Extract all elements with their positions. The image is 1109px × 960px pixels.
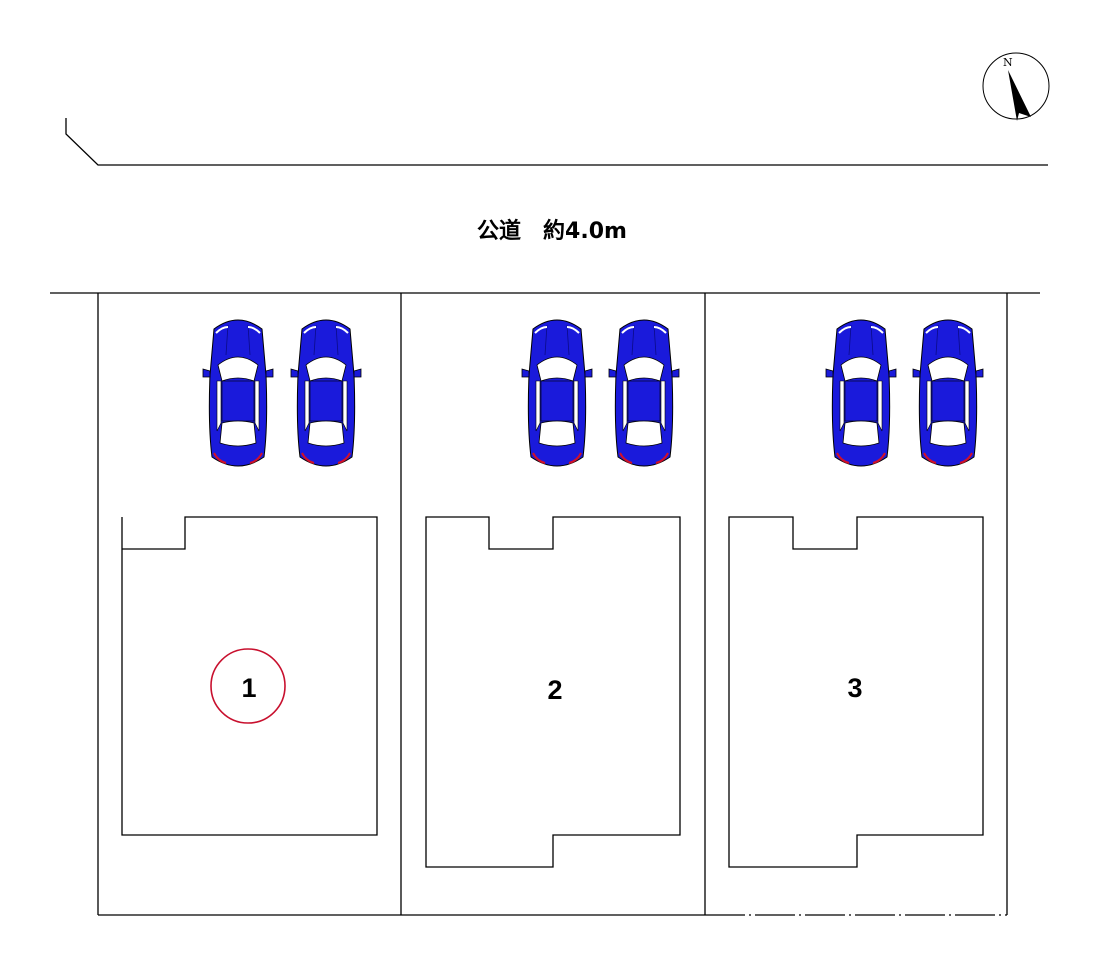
lot-3-number: 3 [847, 673, 862, 703]
lot-2-number: 2 [547, 675, 562, 705]
building-footprint-1 [121, 516, 378, 836]
parking-car-lot2-b [608, 319, 680, 467]
compass: N [982, 52, 1050, 121]
parking-car-lot1-b [290, 319, 362, 467]
building-footprint-2 [425, 516, 681, 868]
compass-north-label: N [1003, 56, 1013, 69]
parking-car-lot2-a [521, 319, 593, 467]
building-footprint-3 [728, 516, 984, 868]
lot-1-number: 1 [241, 673, 256, 703]
parking-car-lot3-a [825, 319, 897, 467]
north-arrow-icon [1008, 70, 1031, 121]
lot-1-highlight-circle [210, 648, 286, 724]
road-edge-north [65, 118, 1048, 166]
parking-car-lot3-b [912, 319, 984, 467]
road-label: 公道 約4.0m [477, 218, 627, 244]
parking-car-lot1-a [202, 319, 274, 467]
